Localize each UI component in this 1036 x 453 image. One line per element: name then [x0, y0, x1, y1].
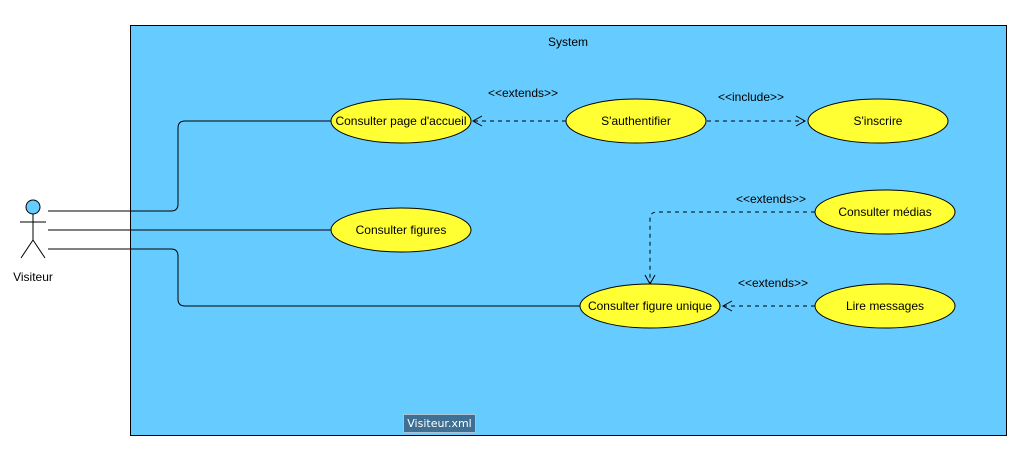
association-accueil [48, 120, 331, 212]
stereotype-include-inscrire: <<include>> [718, 90, 784, 104]
actor-label: Visiteur [13, 270, 53, 284]
use-case-s-inscrire: S'inscrire [807, 98, 949, 144]
use-case-label: Consulter figures [356, 223, 447, 237]
use-case-consulter-page-accueil: Consulter page d'accueil [330, 98, 472, 144]
use-case-label: Consulter médias [838, 205, 931, 219]
actor-head [25, 199, 41, 215]
actor-left-leg [20, 239, 34, 259]
system-label: System [548, 35, 588, 49]
use-case-consulter-figures: Consulter figures [330, 207, 472, 253]
use-case-consulter-figure-unique: Consulter figure unique [579, 283, 721, 329]
association-figure-unique [48, 248, 580, 307]
stereotype-extends-messages: <<extends>> [738, 276, 808, 290]
use-case-label: Consulter figure unique [588, 299, 712, 313]
stereotype-extends-auth: <<extends>> [488, 86, 558, 100]
use-case-label: Lire messages [846, 299, 924, 313]
use-case-label: Consulter page d'accueil [335, 114, 466, 128]
actor-visiteur: Visiteur [13, 199, 53, 284]
file-name-tab[interactable]: Visiteur.xml [403, 414, 476, 433]
stereotype-extends-medias: <<extends>> [736, 192, 806, 206]
actor-right-leg [32, 239, 46, 259]
use-case-lire-messages: Lire messages [814, 283, 956, 329]
use-case-label: S'authentifier [601, 114, 671, 128]
use-case-s-authentifier: S'authentifier [565, 98, 707, 144]
use-case-consulter-medias: Consulter médias [814, 189, 956, 235]
use-case-label: S'inscrire [854, 114, 903, 128]
extends-medias-to-figure-unique [644, 211, 815, 286]
